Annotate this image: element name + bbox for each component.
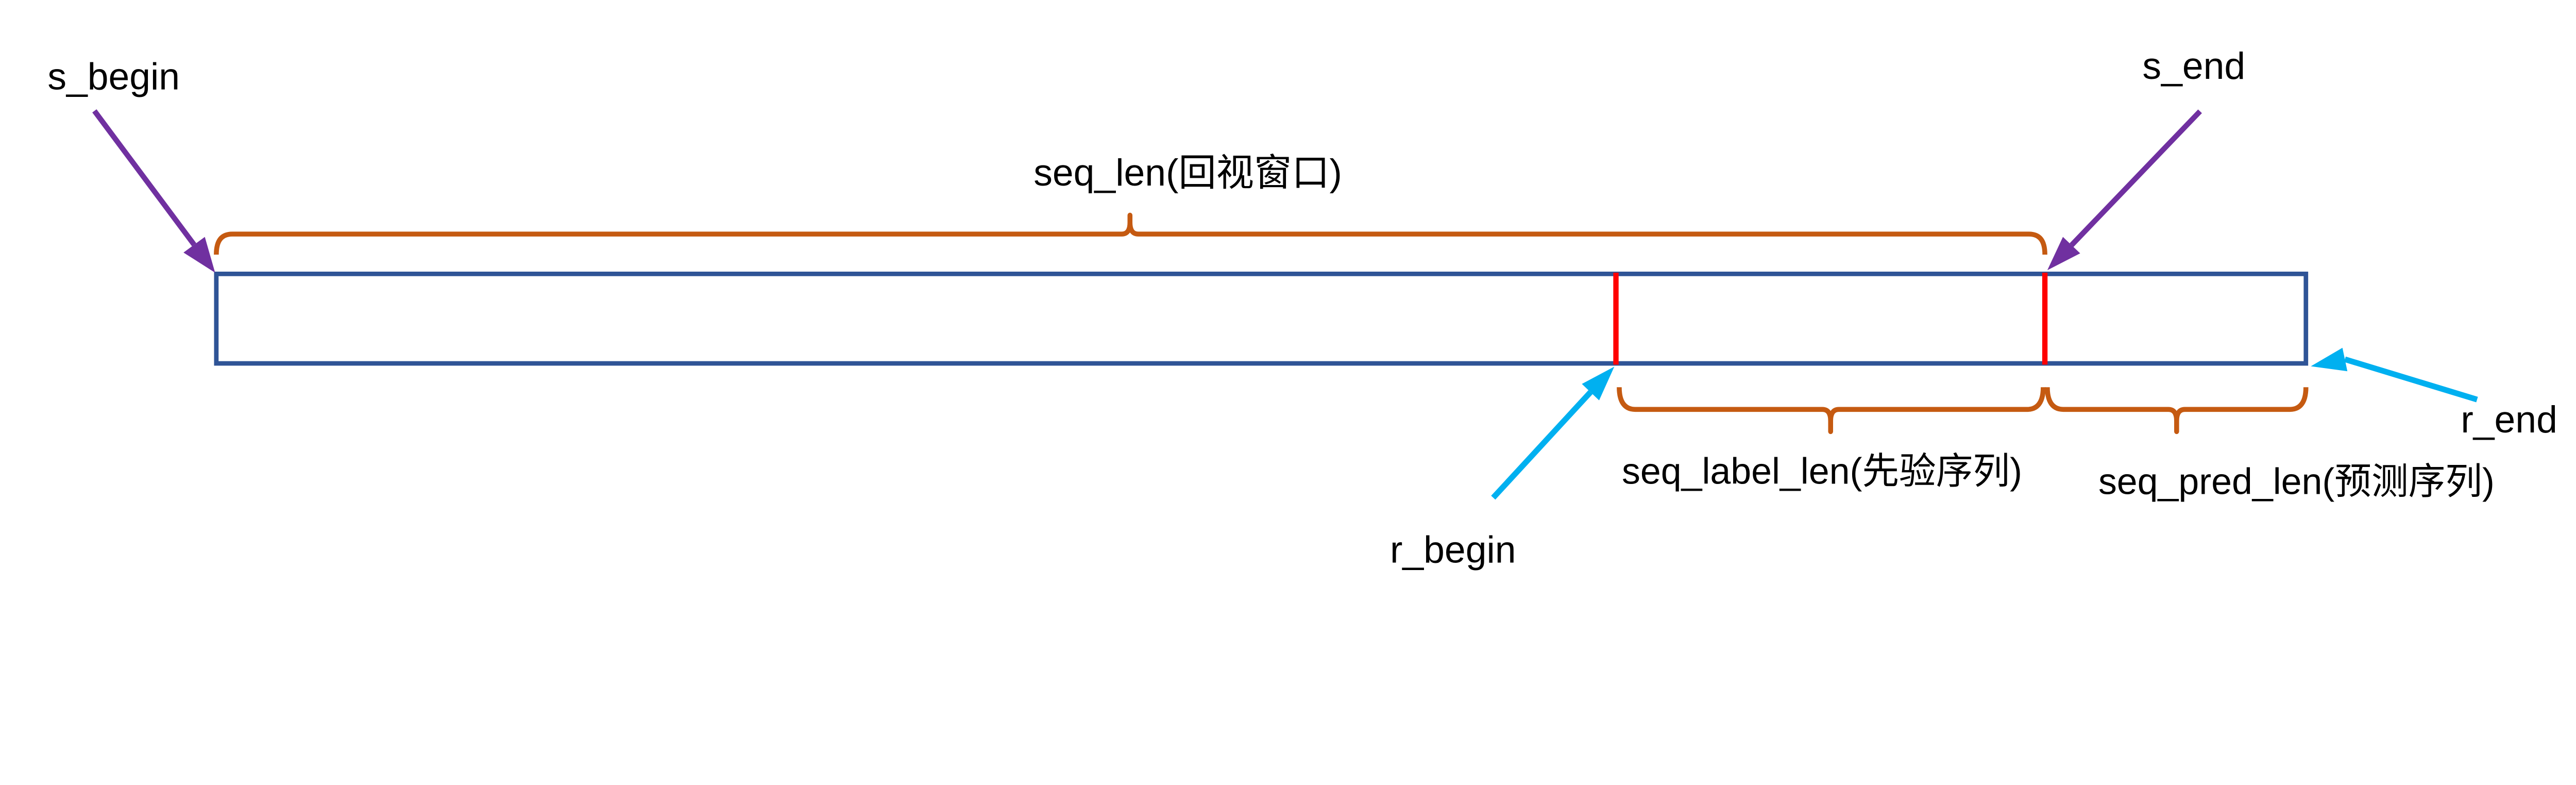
seq-len-brace	[214, 212, 2047, 255]
seq-label-len-label: seq_label_len(先验序列)	[1622, 450, 2022, 492]
seq-label-len-brace	[1617, 387, 2046, 435]
r-end-label: r_end	[2461, 398, 2557, 441]
r-end-arrow	[2311, 347, 2478, 403]
sequence-box	[214, 272, 2309, 366]
s-begin-arrow	[92, 109, 215, 273]
r-begin-label: r_begin	[1390, 528, 1516, 571]
seq-len-label: seq_len(回视窗口)	[1033, 152, 1342, 194]
sequence-window-diagram: s_begin s_end seq_len(回视窗口) r_begin r_en…	[47, 44, 2557, 571]
seq-pred-len-brace	[2045, 387, 2309, 435]
s-end-arrow	[2047, 109, 2202, 271]
seq-pred-len-label: seq_pred_len(预测序列)	[2098, 461, 2495, 502]
r-begin-arrow	[1491, 366, 1615, 500]
diagram-canvas: s_begin s_end seq_len(回视窗口) r_begin r_en…	[47, 45, 2557, 571]
s-end-label: s_end	[2142, 45, 2245, 87]
s-begin-label: s_begin	[47, 56, 180, 98]
